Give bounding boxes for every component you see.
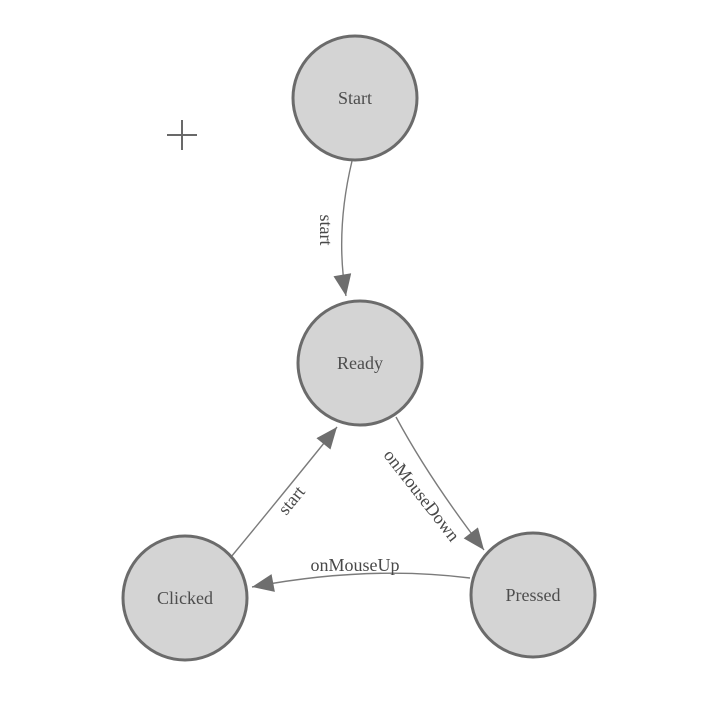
edge-label-start-bottom: start — [274, 482, 309, 519]
node-clicked-circle[interactable] — [121, 534, 249, 662]
node-ready-label: Ready — [337, 353, 383, 373]
edge-clicked-to-ready[interactable]: start — [230, 426, 338, 558]
node-start-circle[interactable] — [291, 34, 419, 162]
edge-pressed-to-clicked-path[interactable] — [251, 572, 471, 592]
node-ready-circle[interactable] — [296, 299, 424, 427]
edge-start-to-ready[interactable]: start — [316, 160, 353, 297]
node-ready[interactable]: Ready — [296, 299, 424, 427]
node-pressed-circle[interactable] — [469, 531, 597, 659]
edge-start-to-ready-path[interactable] — [333, 160, 353, 297]
crosshair-plus-icon — [167, 120, 197, 150]
edge-clicked-to-ready-path[interactable] — [230, 426, 338, 558]
node-clicked[interactable]: Clicked — [121, 534, 249, 662]
edge-label-start-top: start — [316, 215, 336, 246]
node-pressed[interactable]: Pressed — [469, 531, 597, 659]
edge-pressed-to-clicked[interactable]: onMouseUp — [251, 555, 471, 592]
edge-label-onmouseup: onMouseUp — [311, 555, 400, 575]
edge-ready-to-pressed-path[interactable] — [395, 416, 485, 551]
node-start[interactable]: Start — [291, 34, 419, 162]
node-start-label: Start — [338, 88, 372, 108]
node-clicked-label: Clicked — [157, 588, 213, 608]
node-pressed-label: Pressed — [506, 585, 561, 605]
edge-ready-to-pressed[interactable]: onMouseDown — [380, 416, 485, 551]
